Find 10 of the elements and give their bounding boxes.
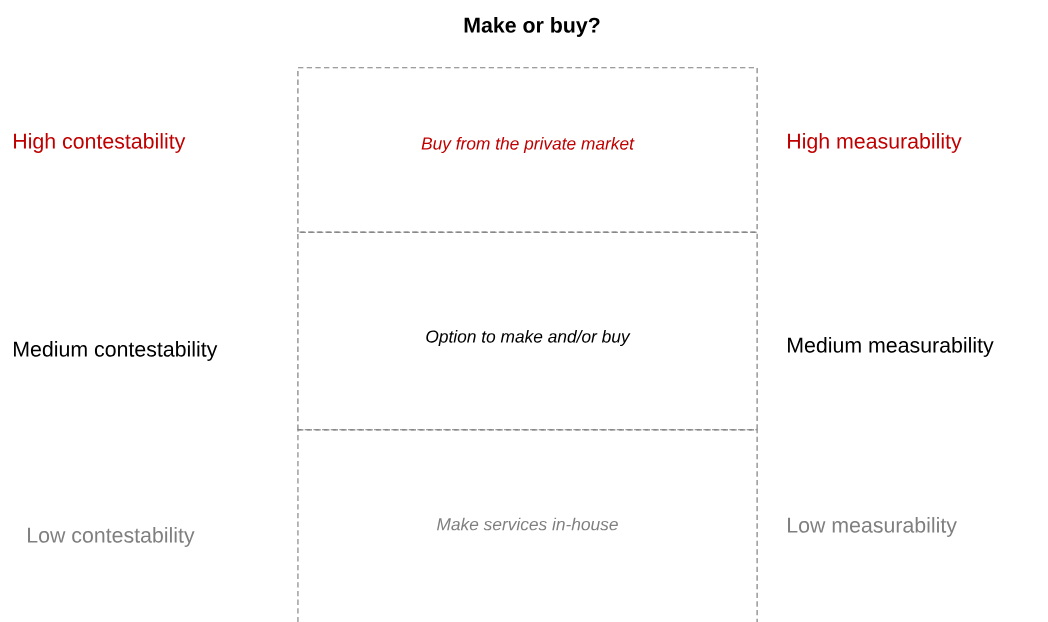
axis-label: Low contestability [28,527,195,547]
axis-label: High contestability [14,133,186,153]
title: Make or buy? [464,17,600,37]
axis-label: Medium measurability [788,337,994,357]
axis-label: High measurability [788,133,962,153]
section-box: Make services in-house [297,429,758,622]
section-box: Option to make and/or buy [297,231,758,431]
axis-label: Low measurability [788,517,957,537]
axis-label: Medium contestability [14,341,218,361]
section-box: Buy from the private market [297,67,758,233]
